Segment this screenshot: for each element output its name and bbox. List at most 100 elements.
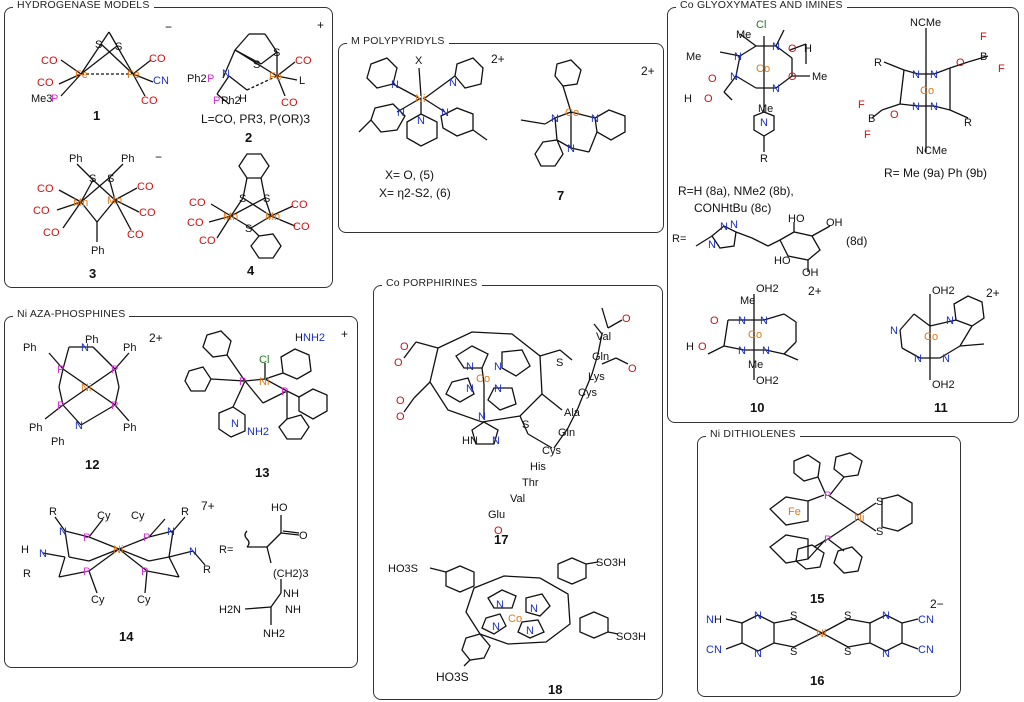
ph-group: Ph [29,422,42,434]
co-ligand: CO [137,181,154,193]
p-atom: P [281,386,288,398]
cy-group: Cy [137,594,151,606]
charge-7: 2+ [641,64,655,78]
cy-group: Cy [91,594,105,606]
n-atom: N [730,219,738,231]
cn-group: CN [706,644,722,656]
charge-16: 2− [930,597,944,611]
n-atom: N [942,353,950,365]
r-group: R [181,506,189,518]
oh-group: OH [802,267,819,279]
n-atom: N [762,345,770,357]
o-atom: O [396,395,405,407]
s-atom: S [89,173,96,185]
co-ligand: CO [199,235,216,247]
p-atom: P [207,73,214,85]
nh-group: NH [285,604,301,616]
s-atom: S [876,526,883,538]
compound-number-17: 17 [494,532,509,547]
structure-18: HO3S SO3H N N N N Co SO3H [388,557,646,667]
panel-title: Co PORPHIRINES [382,277,482,289]
charge-5-6: 2+ [491,52,505,66]
nh2-group: NH2 [263,628,285,640]
o-atom: O [299,530,308,542]
o-atom: O [400,341,409,353]
charge-13: + [341,327,349,341]
so3h-group: SO3H [596,557,626,569]
note-2: L=CO, PR3, P(OR)3 [201,112,311,126]
n-atom: N [720,221,728,233]
n-atom: N [772,41,780,53]
compound-number-11: 11 [934,400,948,415]
p-atom: P [111,364,118,376]
charge-1: − [165,20,173,34]
x-ligand: X [415,55,423,67]
note-8-line1: R=H (8a), NMe2 (8b), [678,184,794,198]
structure-7: N Co N N [520,59,626,167]
n-atom: N [914,353,922,365]
n-atom: N [754,648,762,660]
co-ligand: CO [33,205,50,217]
s-atom: S [556,357,563,369]
co-atom: Co [924,331,938,343]
oh2-ligand: OH2 [932,285,955,297]
n-atom: N [81,342,89,354]
so3h-group: SO3H [616,631,646,643]
structure-14: R N Cy P H N P Ni R Cy Cy N R P P N R Cy [21,506,211,606]
n-atom: N [59,526,67,538]
n-atom: N [730,71,738,83]
co-ligand: CO [149,53,166,65]
ni-atom: Ni [816,628,826,640]
o-atom: O [628,363,637,375]
n-atom: N [494,361,502,373]
s-atom: S [790,610,797,622]
n-atom: N [882,648,890,660]
panel-ni-aza-phosphines: Ni AZA-PHOSPHINES Ph Ph Ph P P N Ni P P … [4,308,358,668]
n-atom: N [890,325,898,337]
structure-10: Me OH2 Co N N N N O H O Me OH2 [686,283,799,387]
o-atom: O [956,57,965,69]
note-9: R= Me (9a) Ph (9b) [884,166,988,180]
co-atom: Co [756,63,770,75]
residue: Gln [558,427,575,439]
s-atom: S [263,193,270,205]
n-atom: N [39,548,47,560]
f-atom: F [858,99,865,111]
s-atom: S [522,419,529,431]
n-atom: N [492,435,500,447]
cn-group: CN [918,614,934,626]
mn-atom: Mn [265,211,280,223]
ni-atom: Ni [259,376,269,388]
s-atom: S [239,193,246,205]
p-atom: P [239,376,246,388]
residue: Cys [578,387,597,399]
note-6: X= η2-S2, (6) [379,186,451,200]
oh2-ligand: OH2 [932,379,955,391]
s-atom: S [253,59,260,71]
n-atom: N [754,610,762,622]
n-atom: N [760,315,768,327]
ph-group: Ph [23,342,36,354]
ph-group: Ph [51,436,64,448]
oh2-ligand: OH2 [756,375,779,387]
panel-hydrogenase-models: HYDROGENASE MODELS Fe Fe S S CO CO Me3 P… [4,0,333,288]
o-atom: O [710,315,719,327]
n-atom: N [708,239,716,251]
b-atom: B [980,51,987,63]
structure-14-substituent: R= HO O (CH2)3 NH H2N NH NH2 [219,502,308,640]
me-group: Me [736,29,751,41]
n-atom: N [734,51,742,63]
n-atom: N [772,83,780,95]
residue: His [530,461,546,473]
charge-14: 7+ [201,499,215,513]
structure-12: Ph Ph Ph P P N Ni P P N Ph Ph Ph [23,334,136,448]
charge-12: 2+ [149,331,163,345]
residue: Cys [542,445,561,457]
n-atom: N [567,143,575,155]
s-atom: S [844,646,851,658]
ni-atom: Ni [854,512,864,524]
compound-number-10: 10 [750,400,765,415]
r-group: R [49,506,57,518]
f-atom: F [998,63,1005,75]
compound-number-7: 7 [557,188,565,203]
